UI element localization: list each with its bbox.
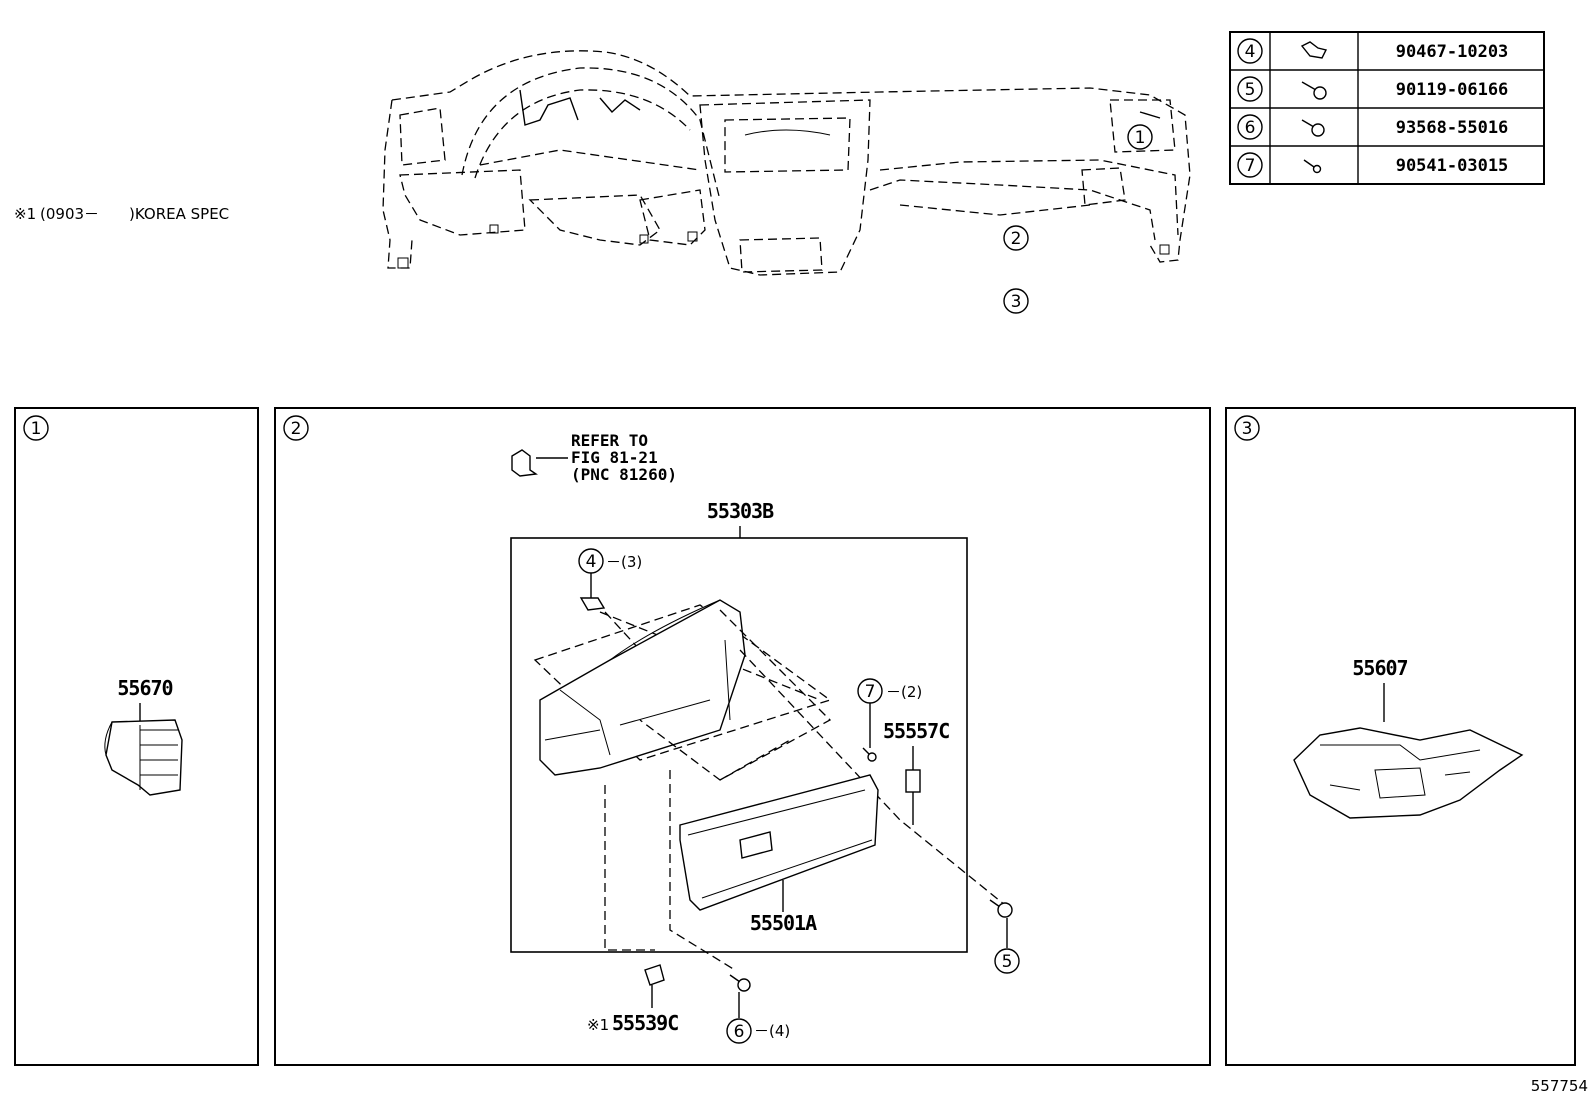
screw-icon <box>1301 119 1325 137</box>
part-55670-label: 55670 <box>117 676 172 700</box>
part-55539C-label: 55539C <box>612 1011 678 1035</box>
pin-icon <box>1303 159 1322 174</box>
panel-1-callout: 1 <box>31 419 42 439</box>
refer-line-3: (PNC 81260) <box>571 465 677 484</box>
table-row: 7 90541-03015 <box>1237 152 1509 178</box>
callout-5: 5 <box>994 948 1020 974</box>
glove-box-door <box>679 774 879 911</box>
svg-text:4: 4 <box>586 552 597 572</box>
svg-text:93568-55016: 93568-55016 <box>1396 118 1509 138</box>
overview-callout-1: 1 <box>1127 124 1153 150</box>
instrument-panel-overview <box>382 50 1191 276</box>
lower-panel-part <box>1293 727 1524 819</box>
callout-4: 4 －(3) <box>578 548 642 611</box>
lock-part-mark: ※1 <box>587 1016 609 1034</box>
svg-text:4: 4 <box>1245 42 1256 62</box>
svg-text:－(3): －(3) <box>606 553 642 571</box>
panel-1: 1 55670 <box>14 407 259 1066</box>
panel-3: 3 55607 <box>1225 407 1576 1066</box>
part-55501A-label: 55501A <box>750 911 817 935</box>
fastener-table: 4 90467-10203 5 90119-06166 6 93568-5501… <box>1229 31 1545 185</box>
bolt-icon <box>989 899 1013 918</box>
svg-text:90541-03015: 90541-03015 <box>1396 156 1509 176</box>
svg-text:7: 7 <box>865 682 876 702</box>
note-text: (0903－ )KOREA SPEC <box>40 205 229 223</box>
clip-icon <box>511 449 538 477</box>
register-vent-part <box>104 719 183 796</box>
svg-text:90467-10203: 90467-10203 <box>1396 42 1509 62</box>
svg-text:－(4): －(4) <box>754 1022 790 1040</box>
panel-2-callout: 2 <box>291 419 302 439</box>
lock-striker-part <box>644 964 665 986</box>
overview-callout-3: 3 <box>1003 288 1029 314</box>
refer-line-1: REFER TO <box>571 431 648 450</box>
table-row: 4 90467-10203 <box>1237 38 1509 64</box>
table-row: 6 93568-55016 <box>1237 114 1509 140</box>
refer-line-2: FIG 81-21 <box>571 448 658 467</box>
svg-text:7: 7 <box>1245 156 1256 176</box>
damper-part <box>905 769 921 825</box>
bolt-icon <box>1301 81 1327 100</box>
svg-text:3: 3 <box>1011 292 1022 312</box>
svg-text:6: 6 <box>734 1022 745 1042</box>
svg-text:5: 5 <box>1002 952 1013 972</box>
callout-7: 7 －(2) <box>857 678 922 762</box>
screw-icon <box>729 974 751 992</box>
part-55607-label: 55607 <box>1352 656 1407 680</box>
panel-3-callout: 3 <box>1242 419 1253 439</box>
glove-box-housing <box>539 599 746 776</box>
svg-text:1: 1 <box>1135 128 1146 148</box>
part-55557C-label: 55557C <box>883 719 949 743</box>
svg-text:5: 5 <box>1245 80 1256 100</box>
overview-callout-2: 2 <box>1003 225 1029 251</box>
svg-text:－(2): －(2) <box>886 683 922 701</box>
svg-text:6: 6 <box>1245 118 1256 138</box>
figure-id: 557754 <box>1531 1077 1588 1095</box>
panel-2: 2 REFER TO FIG 81-21 (PNC 81260) 55303B … <box>274 407 1211 1066</box>
svg-text:2: 2 <box>1011 229 1022 249</box>
note-mark: ※1 <box>14 205 36 223</box>
svg-text:90119-06166: 90119-06166 <box>1396 80 1509 100</box>
glove-box-assembly-box <box>510 537 968 953</box>
part-55303B-label: 55303B <box>707 499 774 523</box>
clip-icon <box>1300 41 1328 59</box>
callout-6: 6 －(4) <box>726 1018 790 1044</box>
table-row: 5 90119-06166 <box>1237 76 1509 102</box>
